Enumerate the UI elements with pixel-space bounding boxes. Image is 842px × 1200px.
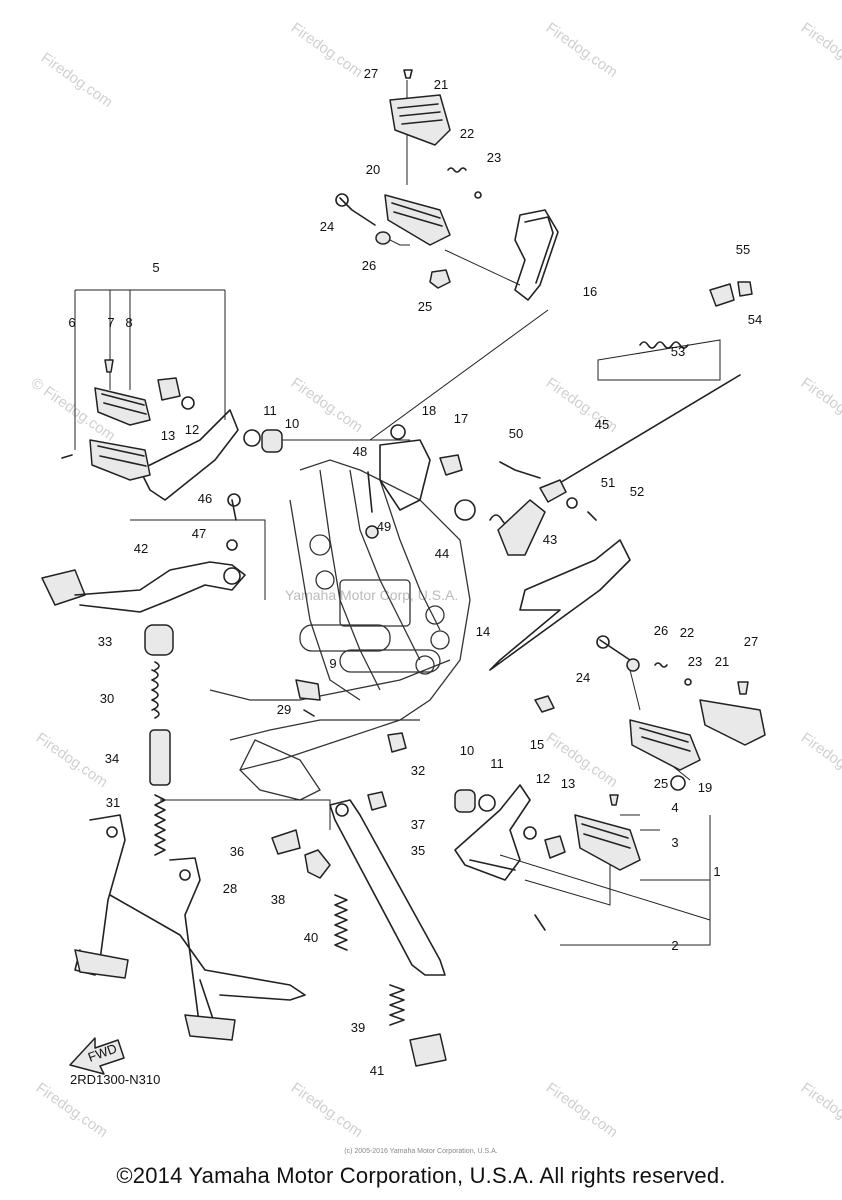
center-watermark: Yamaha Motor Corp, U.S.A. xyxy=(285,587,458,603)
copyright: ©2014 Yamaha Motor Corporation, U.S.A. A… xyxy=(116,1163,726,1188)
callout-14: 14 xyxy=(476,624,490,639)
callout-1: 1 xyxy=(713,864,720,879)
callout-15: 15 xyxy=(530,737,544,752)
callout-49: 49 xyxy=(377,519,391,534)
callout-25: 25 xyxy=(654,776,668,791)
watermark: Firedog.com xyxy=(288,1079,366,1141)
callout-3: 3 xyxy=(671,835,678,850)
callout-13: 13 xyxy=(561,776,575,791)
callout-7: 7 xyxy=(107,315,114,330)
callout-32: 32 xyxy=(411,763,425,778)
callout-34: 34 xyxy=(105,751,119,766)
callout-24: 24 xyxy=(320,219,334,234)
callout-38: 38 xyxy=(271,892,285,907)
callout-22: 22 xyxy=(680,625,694,640)
callout-20: 20 xyxy=(366,162,380,177)
callout-6: 6 xyxy=(68,315,75,330)
callout-24: 24 xyxy=(576,670,590,685)
frame-drawing xyxy=(209,439,471,801)
callout-10: 10 xyxy=(285,416,299,431)
copyright-small: (c) 2005-2016 Yamaha Motor Corporation, … xyxy=(344,1148,498,1155)
callout-35: 35 xyxy=(411,843,425,858)
callout-27: 27 xyxy=(744,634,758,649)
callout-25: 25 xyxy=(418,299,432,314)
callout-50: 50 xyxy=(509,426,523,441)
callout-21: 21 xyxy=(715,654,729,669)
watermark: Firedog.com xyxy=(288,19,366,81)
callout-11: 11 xyxy=(490,756,504,771)
watermarks: Firedog.com Firedog.com Firedog.com Fire… xyxy=(28,19,842,1141)
callout-41: 41 xyxy=(370,1063,384,1078)
callout-19: 19 xyxy=(698,780,712,795)
callout-21: 21 xyxy=(434,77,448,92)
callout-26: 26 xyxy=(362,258,376,273)
callout-10: 10 xyxy=(460,743,474,758)
callout-8: 8 xyxy=(125,315,132,330)
callout-36: 36 xyxy=(230,844,244,859)
callout-46: 46 xyxy=(198,491,212,506)
callout-27: 27 xyxy=(364,66,378,81)
callout-13: 13 xyxy=(161,428,175,443)
callout-12: 12 xyxy=(185,422,199,437)
fwd-arrow-icon: FWD xyxy=(69,1037,125,1075)
watermark: Firedog.com xyxy=(798,729,842,791)
callout-18: 18 xyxy=(422,403,436,418)
watermark: Firedog.com xyxy=(798,1079,842,1141)
callout-37: 37 xyxy=(411,817,425,832)
callout-40: 40 xyxy=(304,930,318,945)
callout-23: 23 xyxy=(487,150,501,165)
callout-39: 39 xyxy=(351,1020,365,1035)
parts xyxy=(41,69,766,1067)
callout-9: 9 xyxy=(329,656,336,671)
watermark: Firedog.com xyxy=(543,19,621,81)
diagram-code: 2RD1300-N310 xyxy=(70,1072,161,1087)
callout-52: 52 xyxy=(630,484,644,499)
watermark: Firedog.com xyxy=(33,1079,111,1141)
callout-17: 17 xyxy=(454,411,468,426)
callout-54: 54 xyxy=(748,312,762,327)
callout-47: 47 xyxy=(192,526,206,541)
watermark: Firedog.com xyxy=(38,49,116,111)
watermark: Firedog.com xyxy=(543,729,621,791)
callout-29: 29 xyxy=(277,702,291,717)
callout-4: 4 xyxy=(671,800,678,815)
callout-26: 26 xyxy=(654,623,668,638)
watermark: Firedog.com xyxy=(798,374,842,436)
callout-48: 48 xyxy=(353,444,367,459)
callout-30: 30 xyxy=(100,691,114,706)
callout-55: 55 xyxy=(736,242,750,257)
watermark: Firedog.com xyxy=(543,1079,621,1141)
watermark: Firedog.com xyxy=(33,729,111,791)
callout-33: 33 xyxy=(98,634,112,649)
callout-45: 45 xyxy=(595,417,609,432)
callout-22: 22 xyxy=(460,126,474,141)
callout-23: 23 xyxy=(688,654,702,669)
callout-43: 43 xyxy=(543,532,557,547)
callout-5: 5 xyxy=(152,260,159,275)
callout-31: 31 xyxy=(106,795,120,810)
callout-42: 42 xyxy=(134,541,148,556)
callout-2: 2 xyxy=(671,938,678,953)
callout-16: 16 xyxy=(583,284,597,299)
callout-53: 53 xyxy=(671,344,685,359)
callout-51: 51 xyxy=(601,475,615,490)
callout-44: 44 xyxy=(435,546,449,561)
callout-11: 11 xyxy=(263,403,277,418)
watermark: Firedog.com xyxy=(288,374,366,436)
callout-12: 12 xyxy=(536,771,550,786)
watermark: Firedog.com xyxy=(798,19,842,81)
callout-28: 28 xyxy=(223,881,237,896)
